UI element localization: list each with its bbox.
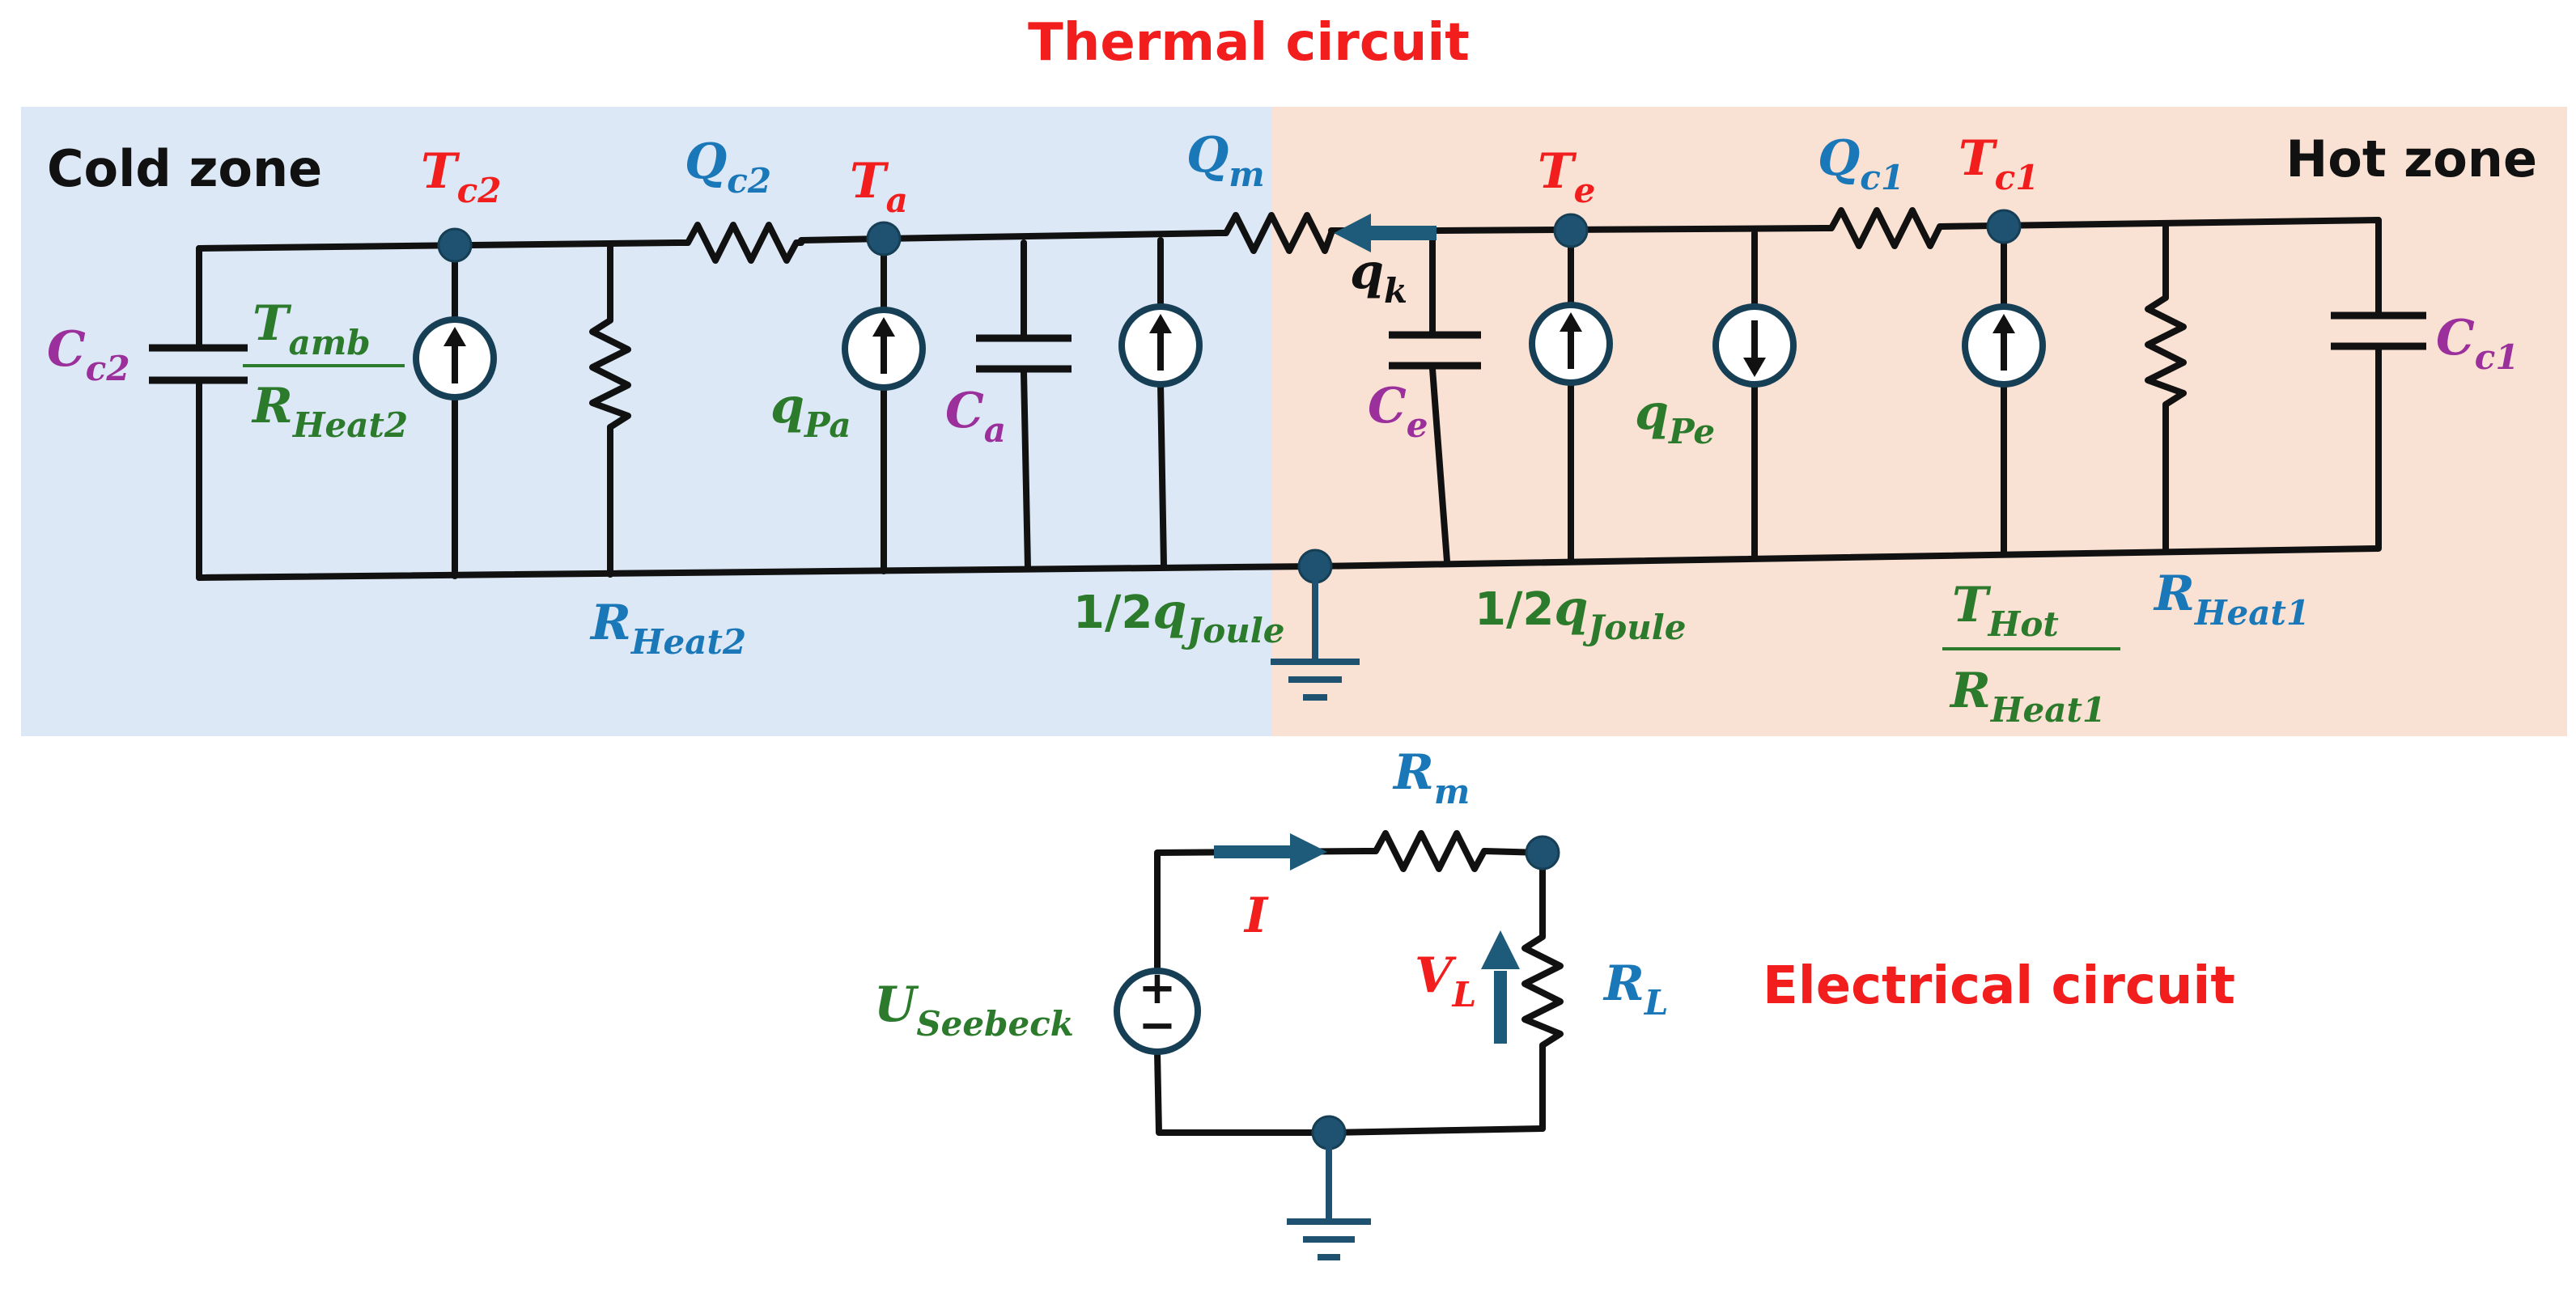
useebeck-voltage-source: + −	[1114, 962, 1201, 1055]
resistor-rheat2	[589, 311, 631, 430]
thermal-resistors	[589, 207, 2187, 430]
current-source-thot	[1962, 303, 2046, 388]
fraction-bars	[243, 364, 2120, 650]
qk-heat-flow-arrow	[1334, 214, 1437, 252]
cold-zone-label: Cold zone	[47, 139, 322, 198]
thermal-sources	[413, 302, 2046, 400]
thermal-nodes	[437, 209, 2022, 584]
hot-zone-label: Hot zone	[2285, 129, 2537, 189]
label-rheat1-den: RHeat1	[1949, 663, 2106, 730]
resistor-rl	[1521, 923, 1564, 1132]
label-tamb-num: Tamb	[253, 295, 371, 362]
thermal-circuit-title: Thermal circuit	[1028, 13, 1470, 73]
label-rheat2: RHeat2	[589, 595, 746, 662]
resistor-rheat1	[2145, 288, 2187, 408]
label-thot-num: THot	[1952, 577, 2059, 644]
label-qc1: Qc1	[1818, 130, 1904, 197]
label-qpe: qPe	[1635, 384, 1715, 451]
resistor-qc2	[673, 222, 804, 264]
label-tc2: Tc2	[421, 143, 501, 210]
capacitor-cc2	[149, 344, 248, 384]
label-useebeck: USeebeck	[874, 976, 1074, 1044]
node-tc2	[437, 227, 473, 263]
node-rm-rl	[1525, 835, 1560, 871]
label-ca: Ca	[945, 383, 1006, 450]
current-source-joule-left	[1118, 303, 1203, 388]
capacitor-ca	[976, 334, 1072, 373]
node-ta	[866, 221, 902, 256]
label-cc2: Cc2	[47, 321, 130, 388]
label-rheat1: RHeat1	[2153, 566, 2310, 633]
label-rheat2-den: RHeat2	[251, 378, 408, 445]
capacitor-cc1	[2331, 311, 2426, 350]
resistor-qm	[1215, 212, 1335, 254]
label-ta: Ta	[850, 153, 908, 220]
current-source-joule-right	[1529, 302, 1613, 386]
label-qm: Qm	[1186, 127, 1265, 194]
current-source-qpe	[1712, 303, 1797, 388]
thermal-capacitors	[149, 311, 2426, 384]
label-rl: RL	[1602, 955, 1668, 1023]
svg-text:−: −	[1139, 999, 1177, 1052]
label-cc1: Cc1	[2436, 310, 2519, 377]
thermal-ground-icon	[1271, 566, 1360, 701]
resistor-qc1	[1820, 207, 1943, 249]
electrical-circuit-title: Electrical circuit	[1763, 956, 2235, 1016]
label-joule-right: 1/2qJoule	[1475, 580, 1686, 647]
current-source-tamb	[413, 316, 497, 400]
label-qk: qk	[1350, 244, 1407, 311]
label-tc1: Tc1	[1959, 130, 2039, 197]
label-te: Te	[1538, 143, 1595, 210]
node-te	[1553, 213, 1589, 248]
hot-zone-background	[1272, 107, 2567, 736]
label-rm: Rm	[1392, 744, 1470, 811]
svg-text:+: +	[1139, 962, 1177, 1015]
capacitor-ce	[1389, 331, 1481, 370]
label-i: I	[1243, 887, 1269, 944]
current-source-qpa	[842, 307, 926, 391]
cold-zone-background	[21, 107, 1272, 736]
label-joule-left: 1/2qJoule	[1073, 583, 1284, 650]
label-ce: Ce	[1368, 378, 1428, 445]
electrical-ground-icon	[1287, 1133, 1371, 1260]
label-vl: VL	[1415, 947, 1476, 1015]
label-qpa: qPa	[770, 378, 851, 445]
label-qc2: Qc2	[685, 133, 771, 201]
node-tc1	[1986, 209, 2022, 244]
voltage-arrow-vl	[1481, 930, 1520, 1044]
current-arrow-i	[1214, 833, 1327, 871]
